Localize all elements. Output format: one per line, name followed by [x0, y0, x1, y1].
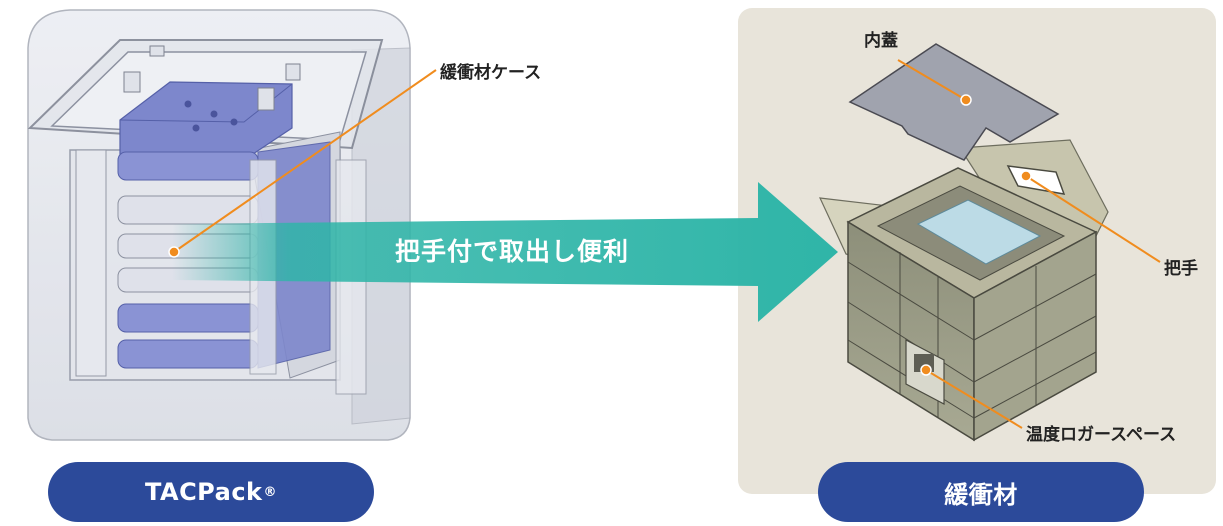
tacpack-label-pill: TACPack® [48, 462, 374, 522]
direction-arrow [172, 182, 838, 322]
arrow-label: 把手付で取出し便利 [395, 237, 630, 266]
tacpack-label: TACPack [144, 478, 263, 506]
callout-inner-lid: 内蓋 [864, 31, 898, 51]
callout-logger-space: 温度ロガースペース [1026, 425, 1177, 445]
cushion-label: 緩衝材 [944, 480, 1018, 509]
callout-lines [168, 59, 1161, 429]
callout-handle: 把手 [1164, 259, 1198, 279]
callout-cushion-case: 緩衝材ケース [440, 63, 542, 83]
registered-mark: ® [263, 484, 278, 500]
cushion-label-pill: 緩衝材 [818, 462, 1144, 522]
cushion-illustration [819, 43, 1109, 442]
